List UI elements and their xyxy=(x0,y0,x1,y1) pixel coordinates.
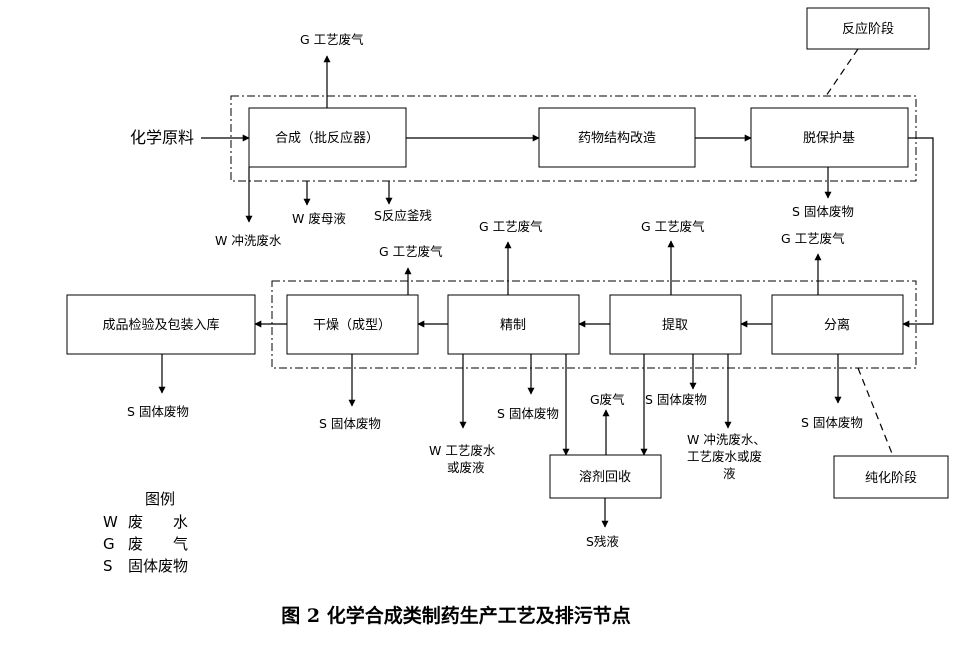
extract-water-label-3: 液 xyxy=(723,466,736,481)
dry-solid-label: S 固体废物 xyxy=(319,416,381,431)
extract-gas-label: G 工艺废气 xyxy=(641,219,705,234)
inspection-label: 成品检验及包装入库 xyxy=(102,317,219,333)
purification-stage-box xyxy=(833,455,949,499)
refine-water-label-1: W 工艺废水 xyxy=(429,443,496,458)
sep-solid-label: S 固体废物 xyxy=(801,415,863,430)
kettle-residue-label: S反应釜残 xyxy=(374,208,432,223)
purification-stage-frame xyxy=(271,280,917,369)
figure-caption: 图 2 化学合成类制药生产工艺及排污节点 xyxy=(281,604,630,627)
reaction-stage-label: 反应阶段 xyxy=(842,21,894,37)
legend-text-s: 固体废物 xyxy=(128,557,188,575)
inspection-box xyxy=(66,294,256,355)
legend-title: 图例 xyxy=(145,490,175,508)
extract-solid-label: S 固体废物 xyxy=(645,392,707,407)
recovery-gas-label: G废气 xyxy=(590,392,625,407)
refining-box xyxy=(447,294,580,355)
synthesis-gas-label: G 工艺废气 xyxy=(300,32,364,47)
extract-water-label-2: 工艺废水或废 xyxy=(687,449,762,464)
recovery-residue-label: S残液 xyxy=(586,534,619,549)
legend-code-w: W xyxy=(103,513,118,531)
legend-code-g: G xyxy=(103,535,115,553)
legend-text-g: 废 气 xyxy=(128,535,188,553)
reaction-stage-box xyxy=(806,7,930,50)
sep-gas-label: G 工艺废气 xyxy=(781,231,845,246)
synthesis-label: 合成（批反应器） xyxy=(275,130,379,146)
modification-label: 药物结构改造 xyxy=(578,131,656,146)
extraction-label: 提取 xyxy=(662,317,688,333)
refine-gas-label: G 工艺废气 xyxy=(479,219,543,234)
wash-water-label: W 冲洗废水 xyxy=(215,233,282,248)
mother-liquor-label: W 废母液 xyxy=(292,211,346,226)
legend-text-w: 废 水 xyxy=(128,513,188,531)
solvent-recovery-label: 溶剂回收 xyxy=(579,470,631,485)
drying-label: 干燥（成型） xyxy=(313,318,391,333)
refining-label: 精制 xyxy=(500,318,526,333)
deprotection-label: 脱保护基 xyxy=(803,131,855,146)
purification-stage-leader xyxy=(857,367,894,457)
refine-solid-label: S 固体废物 xyxy=(497,406,559,421)
separation-label: 分离 xyxy=(824,317,850,333)
inspect-solid-label: S 固体废物 xyxy=(127,404,189,419)
refine-water-label-2: 或废液 xyxy=(447,460,485,475)
drying-box xyxy=(286,294,419,355)
extract-water-label-1: W 冲洗废水、 xyxy=(687,432,766,447)
reaction-stage-leader xyxy=(825,48,859,97)
legend-code-s: S xyxy=(103,557,113,575)
deprotect-solid-label: S 固体废物 xyxy=(792,204,854,219)
purification-stage-label: 纯化阶段 xyxy=(865,471,917,486)
input-label: 化学原料 xyxy=(130,128,194,147)
solvent-recovery-box xyxy=(549,454,662,499)
deprotection-to-separation-arrow xyxy=(902,137,934,328)
dry-gas-label: G 工艺废气 xyxy=(379,244,443,259)
